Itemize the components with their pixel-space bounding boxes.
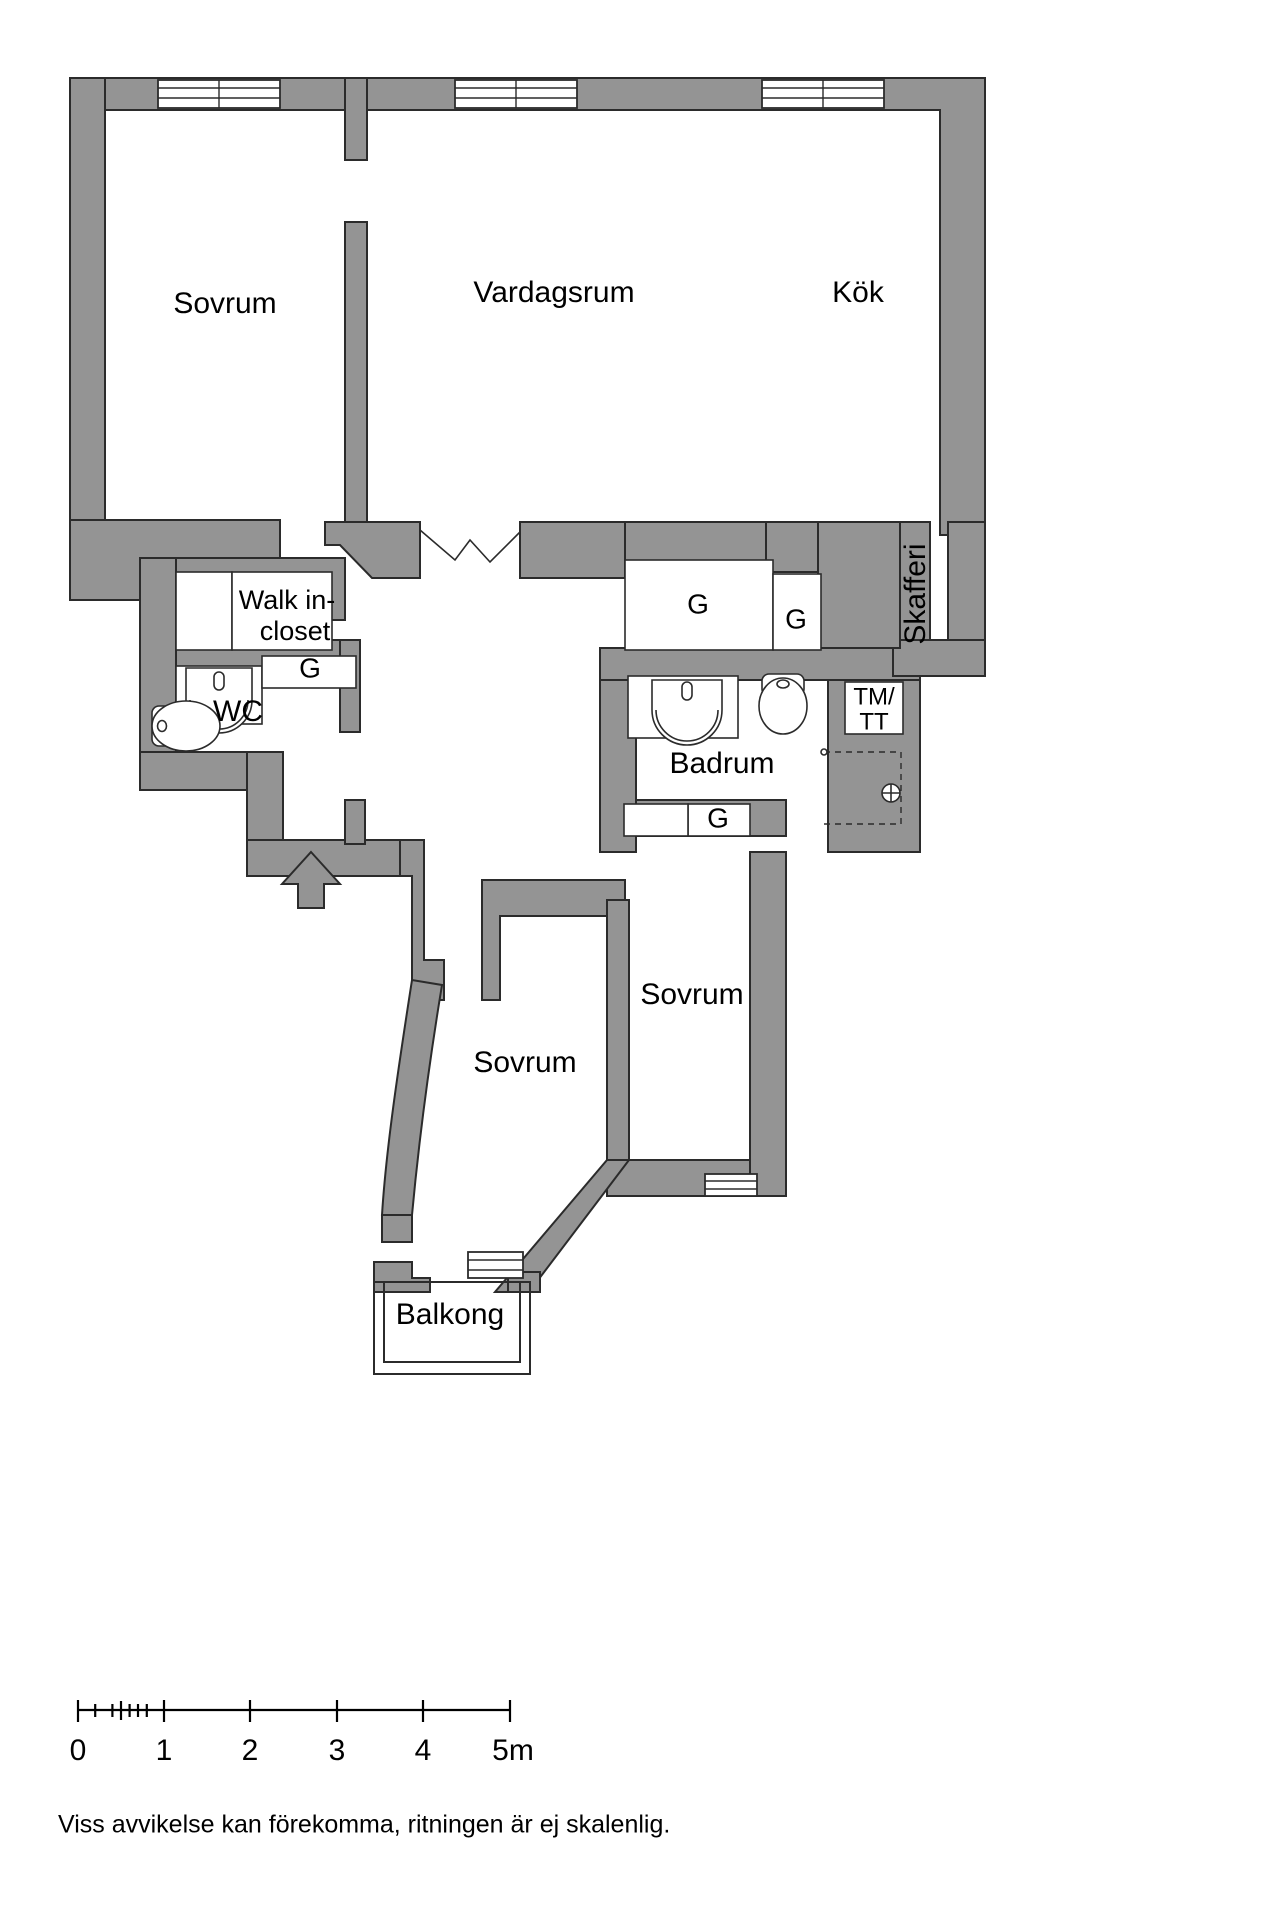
wall-bay-curve xyxy=(380,978,444,1216)
badrum-sink-icon xyxy=(627,675,739,746)
shower-head-icon xyxy=(881,783,901,803)
scale-tick-5: 5m xyxy=(492,1734,534,1767)
window-balcony-door xyxy=(467,1251,524,1279)
badrum-shelf xyxy=(623,803,689,837)
shower-area-dashed xyxy=(824,751,902,825)
wall-hall-jamb-right xyxy=(519,521,626,579)
wall-divider-sovrum-upper xyxy=(344,77,368,161)
walkin-shelf-left xyxy=(175,571,233,651)
closet-box-hall-big xyxy=(624,559,774,651)
window-kok xyxy=(761,79,885,109)
tm-tt-label-line1: TM/ xyxy=(853,683,895,710)
wall-skafferi-south xyxy=(892,639,986,677)
room-label-balkong: Balkong xyxy=(396,1298,504,1331)
room-label-badrum: Badrum xyxy=(669,747,774,780)
walkin-shelf-right xyxy=(231,571,333,651)
badrum-toilet-icon xyxy=(758,673,808,735)
tm-tt-label-line2: TT xyxy=(859,708,889,735)
closet-label-hall-small: G xyxy=(785,603,807,634)
closet-box-badrum xyxy=(687,803,751,837)
wall-closet-skafferi xyxy=(817,521,901,649)
doorway-zigzag xyxy=(419,529,521,564)
balcony-outline xyxy=(373,1281,531,1375)
shower-corner-dot xyxy=(820,748,828,756)
wall-hall-jamb-left xyxy=(324,521,421,579)
scale-tick-3: 3 xyxy=(329,1734,346,1767)
wall-divider-sovrum-lower xyxy=(344,221,368,533)
fixtures xyxy=(151,559,904,837)
room-label-sovrum-se: Sovrum xyxy=(640,978,743,1011)
closet-labels: G G G G xyxy=(299,588,807,833)
room-label-wc: WC xyxy=(213,695,263,728)
window-sovrum-se xyxy=(704,1173,758,1197)
entrance-arrow-icon xyxy=(279,850,343,909)
room-label-vardagsrum: Vardagsrum xyxy=(473,276,634,309)
scale-bar: 0 1 2 3 4 5m xyxy=(70,1700,534,1767)
wall-balcony-left-jamb xyxy=(373,1261,431,1293)
window-sovrum-nw xyxy=(157,79,281,109)
room-label-sovrum-nw: Sovrum xyxy=(173,287,276,320)
wall-sovrum-se-east xyxy=(749,851,787,1197)
room-label-walkincloset-line1: Walk in- xyxy=(239,585,336,615)
room-label-skafferi: Skafferi xyxy=(899,543,932,644)
room-label-walkincloset-line2: closet xyxy=(260,616,331,646)
room-label-kok: Kök xyxy=(832,276,885,309)
outer-wall-west xyxy=(69,77,106,546)
wall-curve-foot xyxy=(381,1214,413,1243)
scale-tick-0: 0 xyxy=(70,1734,87,1767)
wc-toilet-icon xyxy=(151,700,221,752)
windows xyxy=(157,79,885,1279)
closet-label-wc: G xyxy=(299,652,321,683)
room-label-sovrum-s: Sovrum xyxy=(473,1046,576,1079)
closet-label-hall-big: G xyxy=(687,588,709,619)
disclaimer-caption: Viss avvikelse kan förekomma, ritningen … xyxy=(58,1811,670,1839)
wall-sovrum-divider xyxy=(606,899,630,1181)
appliance-labels: TM/ TT xyxy=(853,683,895,735)
wall-sovrum-s-north xyxy=(481,879,626,1001)
closet-label-badrum: G xyxy=(707,802,729,833)
scale-tick-2: 2 xyxy=(242,1734,259,1767)
scale-tick-4: 4 xyxy=(415,1734,432,1767)
closet-box-hall-small xyxy=(772,573,822,651)
window-vardagsrum xyxy=(454,79,578,109)
wall-hall-east-jog xyxy=(399,839,445,1001)
closet-box-wc xyxy=(261,655,357,689)
tm-tt-box xyxy=(844,681,904,735)
wall-hall-entry-band xyxy=(246,839,421,877)
wall-entry-stub xyxy=(344,799,366,845)
scale-tick-1: 1 xyxy=(156,1734,173,1767)
room-labels: Sovrum Vardagsrum Kök Walk in- closet WC… xyxy=(173,276,932,1331)
